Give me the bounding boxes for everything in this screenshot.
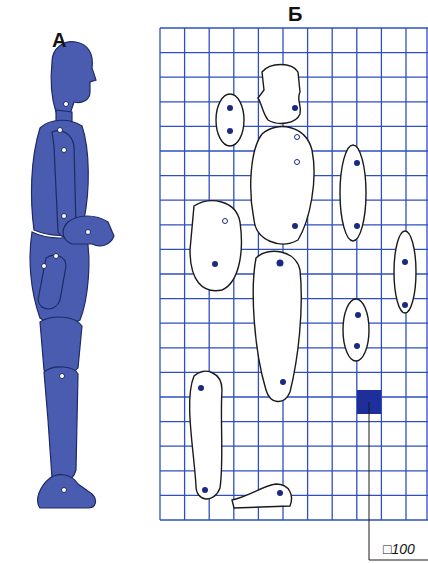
leader-line bbox=[369, 402, 428, 560]
pivot-dots bbox=[198, 105, 408, 496]
mannequin-figure bbox=[30, 42, 114, 508]
grid bbox=[160, 28, 428, 520]
grid-line bbox=[160, 52, 428, 53]
grid-line bbox=[160, 27, 428, 28]
grid-line bbox=[160, 519, 428, 520]
grid-line bbox=[160, 126, 428, 127]
figure-letter: Б bbox=[288, 4, 302, 24]
figure-letter: А bbox=[52, 30, 66, 50]
part-outlines bbox=[190, 65, 416, 509]
scale-label: □100 bbox=[382, 542, 416, 556]
joint-dots bbox=[42, 102, 91, 493]
